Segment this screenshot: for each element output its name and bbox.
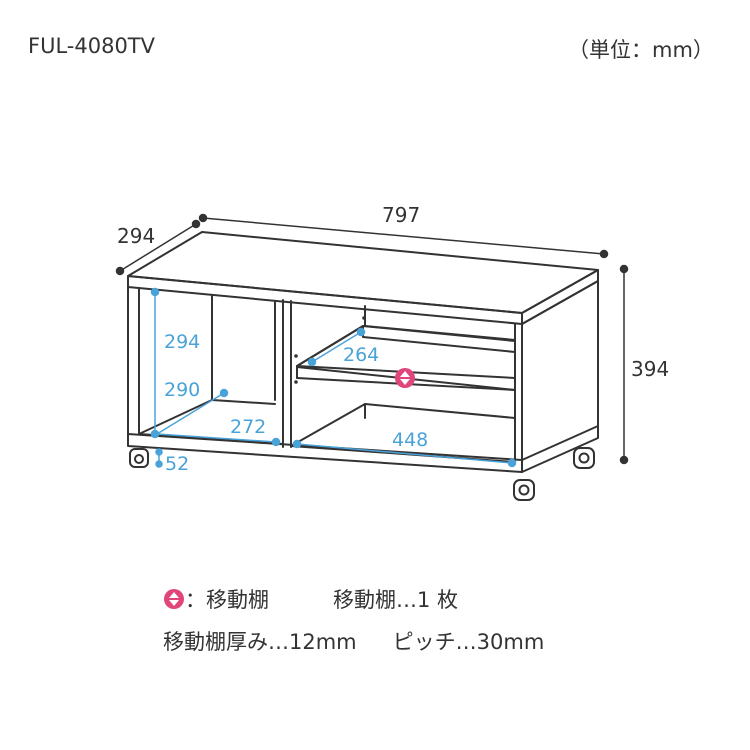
caster-height-label: 52 [165,453,189,475]
width-dimension-line [202,217,605,255]
width-label: 797 [382,203,420,227]
movable-shelf-back [362,325,516,353]
shelf-depth-label: 264 [343,344,379,366]
unit-label: （単位：mm） [568,38,714,62]
top-board-side-edge [521,269,599,325]
caster-back-right [573,447,595,469]
height-label: 394 [631,357,669,381]
left-width-line [156,433,277,443]
right-width-line [296,443,513,464]
depth-dimension-line [119,223,197,272]
caster-front-left [129,448,149,468]
shelf-count: 移動棚…1 枚 [333,588,459,612]
left-width-label: 272 [230,416,266,438]
casters [129,447,595,501]
shelf-pitch: ピッチ…30mm [392,630,545,654]
top-board-front-edge [127,275,523,325]
right-panel-side [521,280,599,431]
right-width-label: 448 [392,429,428,451]
shelf-pin-holes [294,316,366,384]
legend-row-1: ：移動棚 移動棚…1 枚 [163,584,458,614]
inner-height-label: 294 [164,331,200,353]
depth-label: 294 [117,224,155,248]
left-depth-line [156,392,225,435]
movable-shelf-legend-label: ：移動棚 [185,588,269,612]
movable-shelf-icon [164,589,184,609]
blue-dimension-lines [150,287,517,468]
caster-front-right [513,479,535,501]
model-number: FUL-4080TV [28,34,155,58]
legend-row-2: 移動棚厚み…12mm ピッチ…30mm [163,626,544,656]
shelf-depth-line [311,331,362,363]
movable-shelf-marker-icon [395,368,415,388]
top-board-surface [127,231,599,314]
bottom-base [127,425,599,473]
shelf-thickness: 移動棚厚み…12mm [163,630,357,654]
black-dimension-lines [115,213,629,465]
left-depth-label: 290 [164,379,200,401]
